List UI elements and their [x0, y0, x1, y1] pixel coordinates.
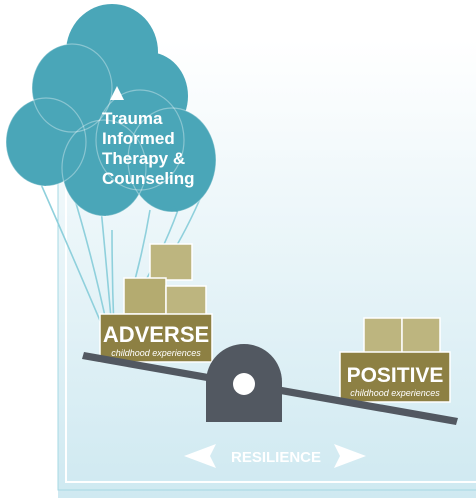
balloon-label-line: Therapy &	[102, 149, 185, 168]
box	[149, 243, 193, 281]
balloon-label-line: Informed	[102, 129, 175, 148]
panel-inner-border	[65, 60, 476, 483]
box	[123, 277, 167, 315]
panel-outer-border	[57, 60, 476, 491]
arrow-left-icon	[184, 444, 216, 468]
adverse-box-stack	[99, 243, 213, 363]
adverse-label-box	[99, 313, 213, 363]
adverse-subtitle: childhood experiences	[111, 348, 201, 358]
arrow-right-icon	[334, 444, 366, 468]
balloon-label: Trauma Informed Therapy & Counseling	[102, 109, 195, 188]
box	[401, 317, 441, 357]
positive-box-stack	[339, 317, 451, 403]
balloon-label-line: Trauma	[102, 109, 163, 128]
balloon-cluster	[5, 4, 217, 217]
resilience-label: RESILIENCE	[231, 449, 321, 466]
balloon	[96, 90, 184, 190]
positive-subtitle: childhood experiences	[350, 388, 440, 398]
balloon-label-line: Counseling	[102, 169, 195, 188]
positive-label-box	[339, 351, 451, 403]
resilience-indicator: RESILIENCE	[184, 444, 366, 468]
box	[363, 317, 403, 357]
adverse-title: ADVERSE	[103, 322, 209, 347]
up-arrow-icon	[110, 86, 124, 100]
seesaw-fulcrum	[206, 344, 282, 422]
positive-title: POSITIVE	[347, 364, 444, 387]
fulcrum-bolt-icon	[233, 373, 255, 395]
